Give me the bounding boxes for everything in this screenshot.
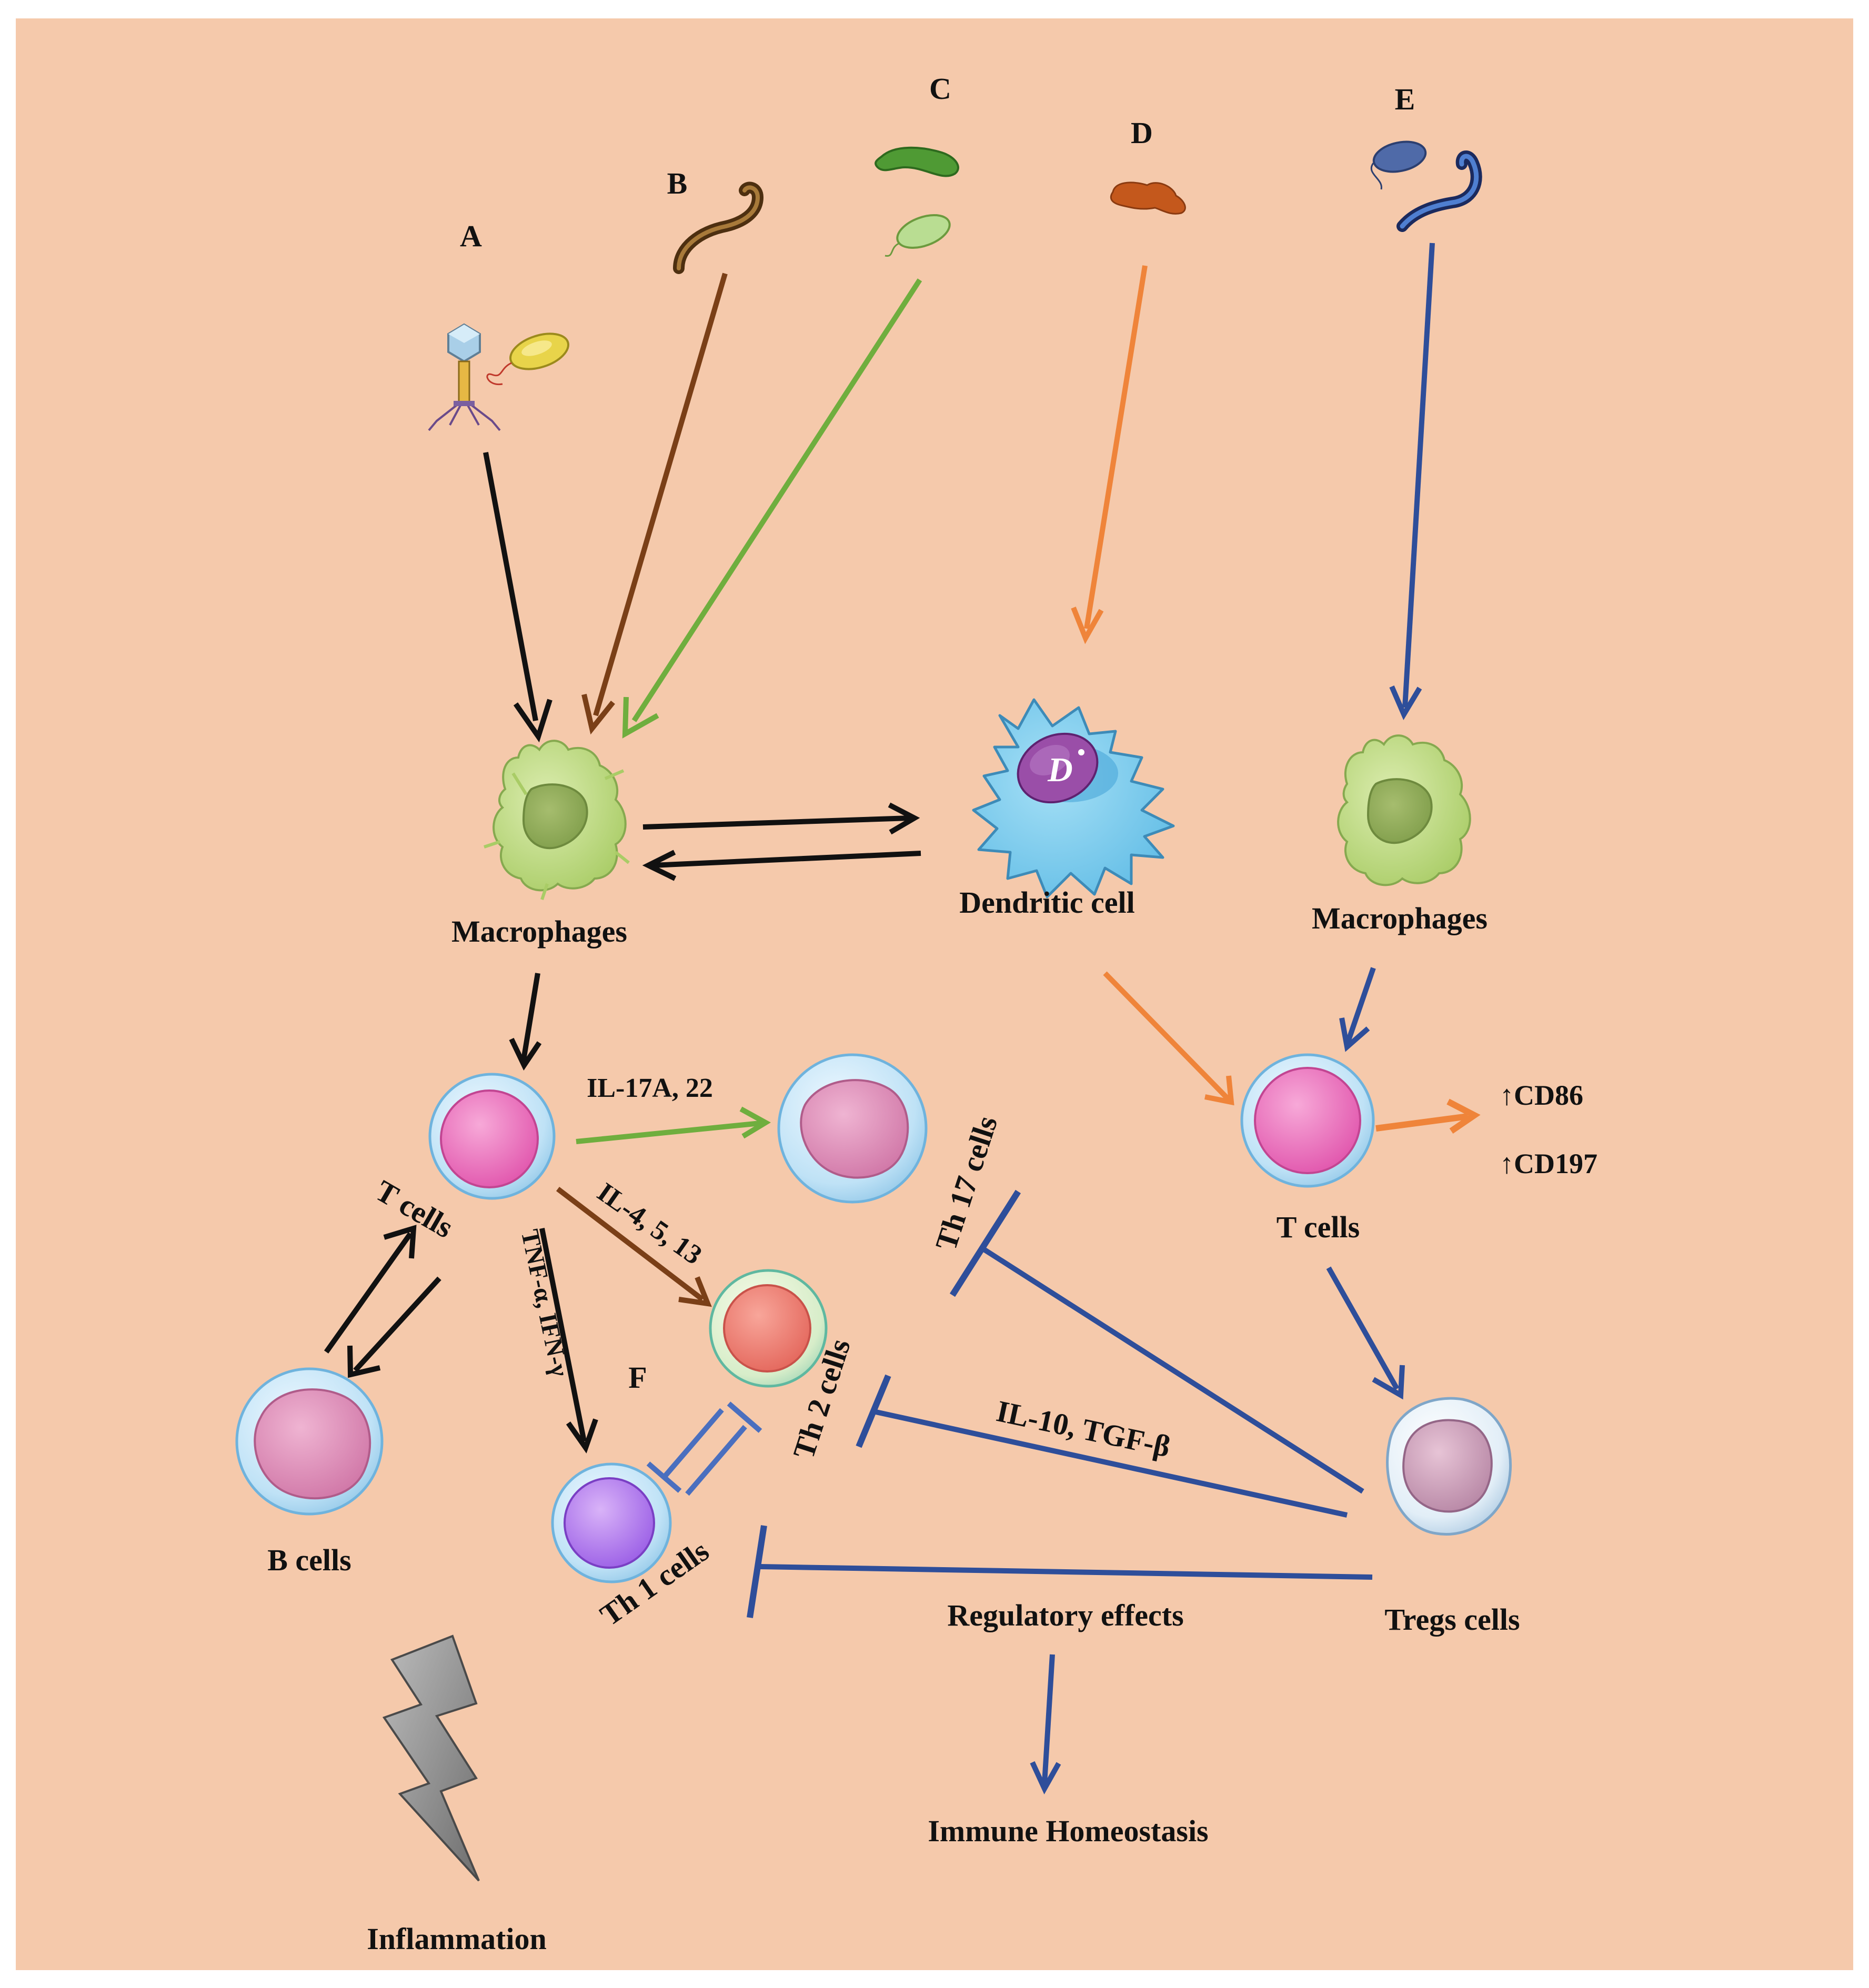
label-b: B (667, 166, 688, 200)
arrow-tcells-to-th1 (539, 1228, 598, 1454)
helminth-icon (673, 181, 764, 274)
helminth-icon (1396, 150, 1482, 232)
label-t-cells-right: T cells (1277, 1210, 1360, 1244)
label-cd86: ↑CD86 (1500, 1079, 1583, 1111)
arrow-c-to-macrophages (622, 278, 922, 739)
arrow-tcells-to-th17 (576, 1106, 771, 1144)
arrow-macrophages-to-tcells-right (1339, 967, 1376, 1052)
arrow-regulatory-to-homeostasis (1030, 1654, 1061, 1794)
dc-nucleus-letter: D (1047, 751, 1073, 789)
label-immune-homeostasis: Immune Homeostasis (928, 1814, 1208, 1848)
inhibition-tregs-th17 (949, 1189, 1364, 1494)
label-tregs: Tregs cells (1384, 1602, 1520, 1637)
t-cell-right (1240, 1053, 1375, 1188)
label-dendritic-cell: Dendritic cell (959, 885, 1134, 920)
bacterium-icon (486, 332, 569, 385)
arrow-a-to-macrophages (483, 452, 552, 743)
helminth-icon (875, 146, 959, 177)
label-macrophages-right: Macrophages (1312, 901, 1488, 935)
label-cd197: ↑CD197 (1500, 1148, 1597, 1179)
label-a: A (460, 219, 482, 253)
macrophage-right (1337, 734, 1471, 886)
label-il17: IL-17A, 22 (587, 1073, 713, 1103)
macrophage-left (484, 740, 630, 900)
arrow-tcells-to-th2 (556, 1187, 712, 1307)
label-f: F (628, 1360, 647, 1395)
dendritic-cell: D (972, 698, 1175, 899)
bacterium-icon (885, 214, 951, 257)
label-d: D (1131, 116, 1153, 150)
bacteriophage-icon (428, 323, 501, 431)
arrow-tcells-to-bcells (347, 1276, 441, 1378)
b-cell (235, 1367, 384, 1516)
arrow-tcells-to-tregs (1326, 1266, 1405, 1400)
inhibition-tregs-th1 (747, 1525, 1373, 1618)
arrow-dendritic-to-macrophages (642, 850, 921, 881)
inhibition-th1-th2 (646, 1401, 762, 1496)
diagram-background (16, 18, 1853, 1970)
arrow-macrophages-to-dendritic (642, 802, 920, 835)
t-cell-left (428, 1073, 556, 1200)
label-b-cells: B cells (267, 1543, 351, 1577)
arrow-b-to-macrophages (581, 273, 728, 735)
lightning-icon (382, 1634, 480, 1882)
label-inflammation: Inflammation (367, 1922, 547, 1956)
label-regulatory-effects: Regulatory effects (947, 1598, 1183, 1632)
label-c: C (929, 72, 951, 106)
arrow-macrophages-to-tcells-left (509, 973, 542, 1071)
label-macrophages-left: Macrophages (451, 914, 627, 948)
inhibition-tregs-th2 (856, 1374, 1348, 1518)
arrow-bcells-to-tcells (324, 1225, 417, 1354)
label-e: E (1395, 82, 1415, 116)
treg-cell (1386, 1397, 1512, 1536)
helminth-icon (1110, 181, 1186, 215)
arrow-tcells-to-cd-markers (1375, 1098, 1481, 1134)
bacterium-icon (1370, 140, 1427, 190)
arrow-dendritic-to-tcells-right (1103, 971, 1234, 1106)
th1-cell (551, 1462, 672, 1583)
th2-cell (709, 1269, 828, 1388)
arrow-d-to-dendritic-cell (1071, 265, 1148, 644)
arrow-e-to-macrophages (1389, 243, 1435, 720)
th17-cell (777, 1053, 928, 1204)
